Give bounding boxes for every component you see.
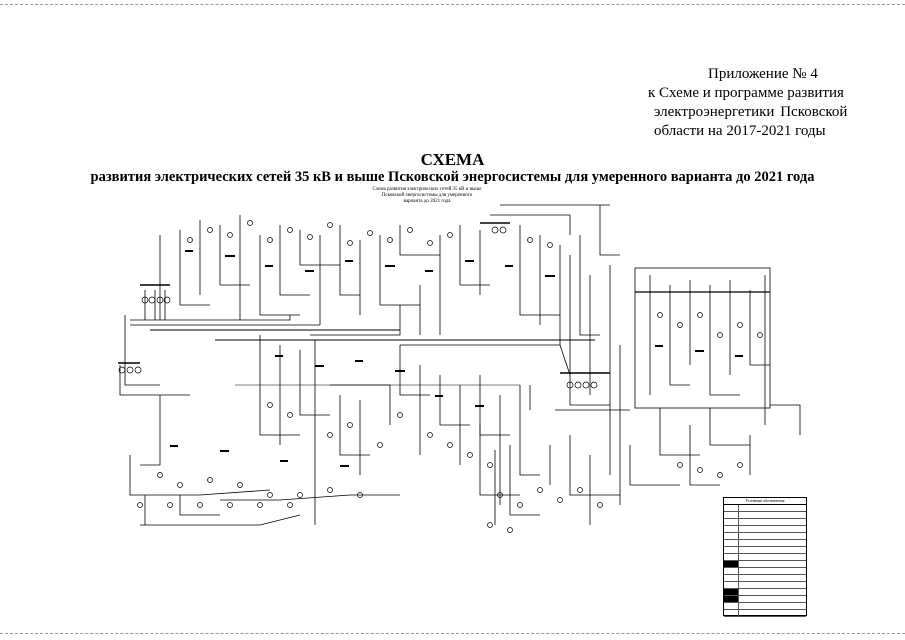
- legend-row: [724, 526, 806, 533]
- legend-row: [724, 519, 806, 526]
- legend-row: [724, 505, 806, 512]
- appendix-line-1: Приложение № 4: [708, 66, 818, 82]
- legend-row: [724, 582, 806, 589]
- document-title: СХЕМА: [420, 150, 485, 169]
- legend-row: [724, 568, 806, 575]
- legend-row: [724, 610, 806, 617]
- legend-row: [724, 596, 806, 603]
- legend-row: [724, 561, 806, 568]
- legend-row: [724, 575, 806, 582]
- inner-caption-line-1: Схема развития электрических сетей 35 кВ…: [372, 187, 482, 192]
- legend-row: [724, 540, 806, 547]
- legend-row: [724, 533, 806, 540]
- power-grid-diagram: [118, 204, 801, 533]
- document-subtitle: развития электрических сетей 35 кВ и выш…: [90, 169, 815, 185]
- legend-row: [724, 547, 806, 554]
- legend-row: [724, 589, 806, 596]
- diagram-inner-caption: Схема развития электрических сетей 35 кВ…: [352, 187, 502, 205]
- scan-edge-bottom: [0, 633, 905, 636]
- legend-row: [724, 512, 806, 519]
- diagram-legend: Условные обозначения: [723, 497, 807, 617]
- appendix-line-3: электроэнергетики Псковской: [654, 104, 848, 120]
- appendix-note: Приложение № 4 к Схеме и программе разви…: [640, 65, 870, 141]
- scan-edge-top: [0, 4, 905, 7]
- appendix-line-2: к Схеме и программе развития: [648, 85, 844, 101]
- legend-row: [724, 603, 806, 610]
- appendix-line-4: области на 2017-2021 годы: [654, 123, 826, 139]
- inner-caption-line-2: Псковской энергосистемы для умеренного: [381, 193, 473, 198]
- inner-caption-line-3: варианта до 2021 года: [403, 199, 451, 204]
- legend-title: Условные обозначения: [724, 498, 806, 505]
- legend-row: [724, 554, 806, 561]
